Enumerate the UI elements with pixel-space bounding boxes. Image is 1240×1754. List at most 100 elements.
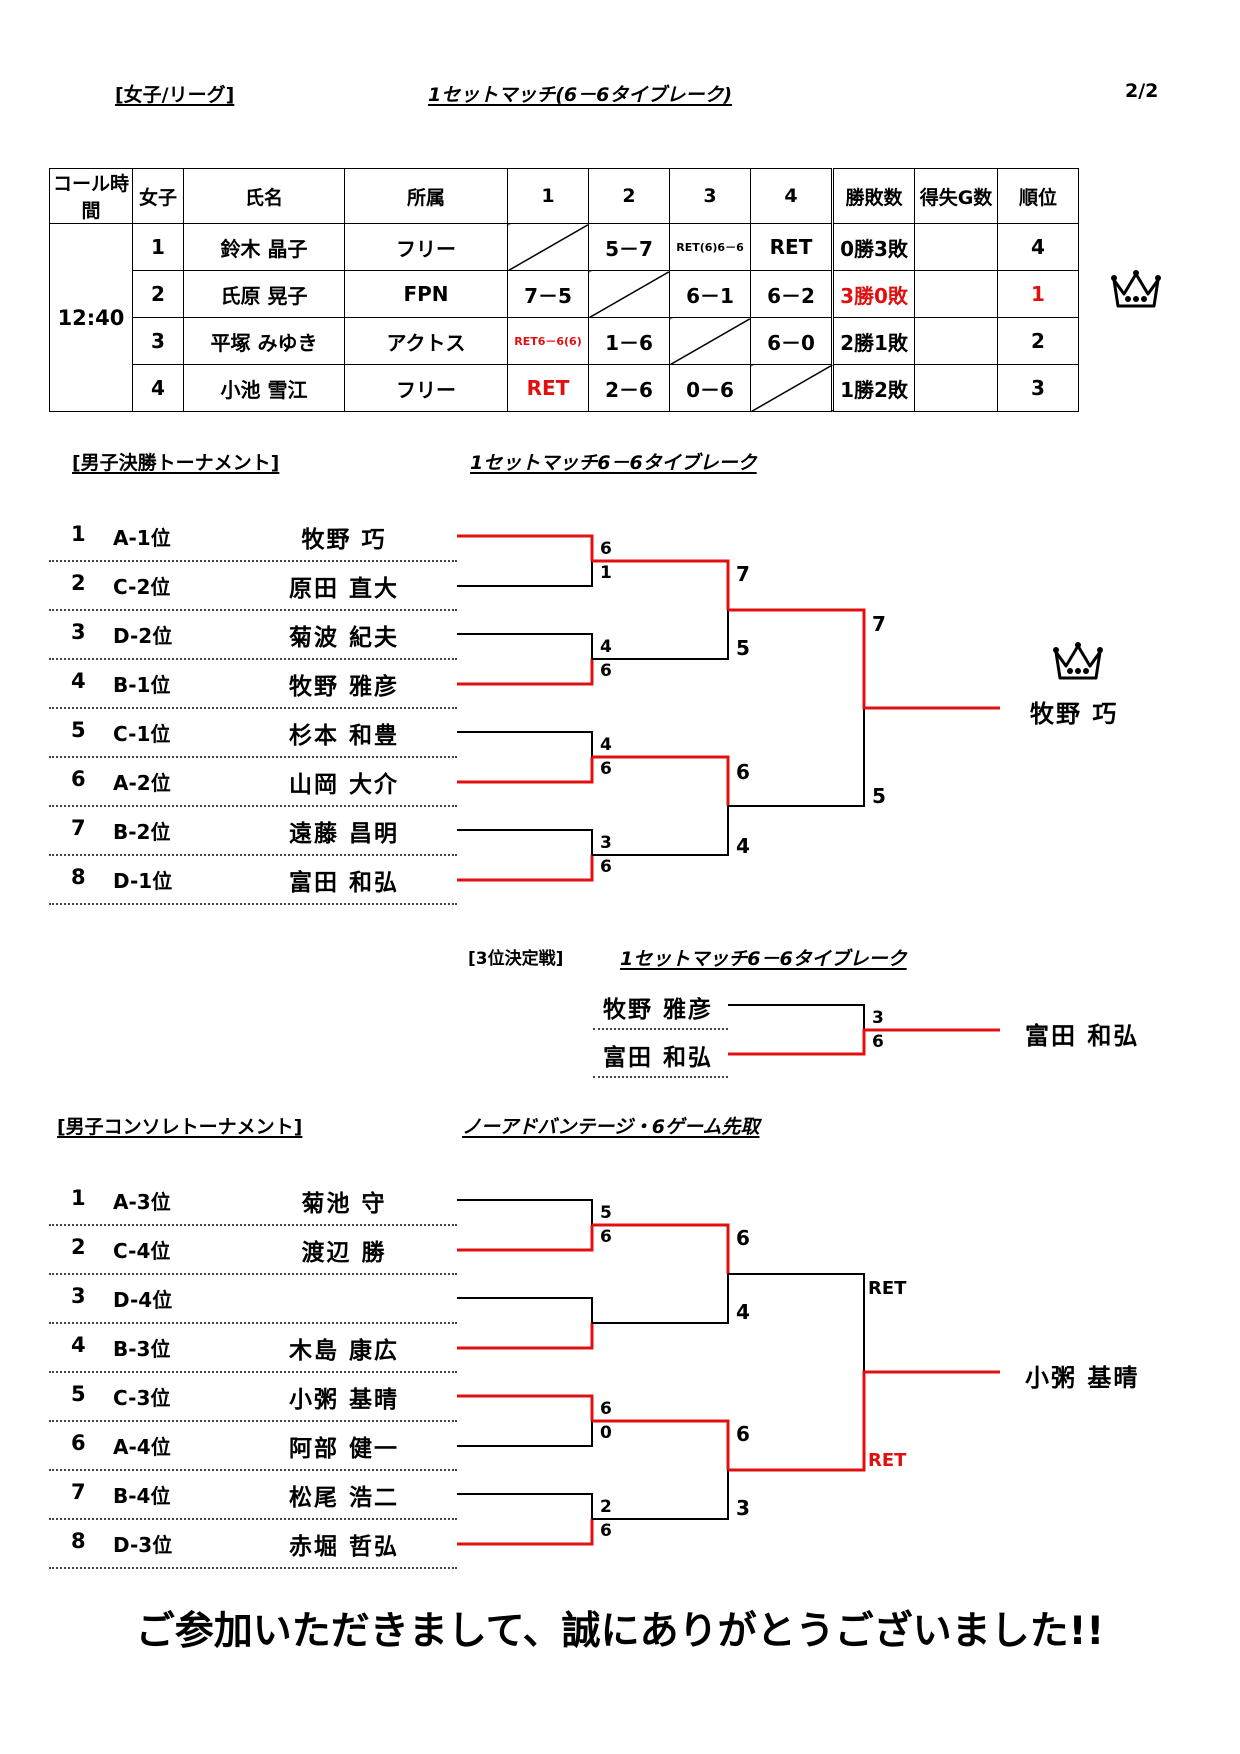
bracket-entry: 2 C-4位 渡辺 勝 <box>49 1225 457 1275</box>
entry-position: D-4位 <box>113 1288 173 1312</box>
score: RET <box>868 1278 907 1299</box>
entry-name: 富田 和弘 <box>288 870 399 896</box>
score: 3 <box>736 1496 750 1520</box>
entry-name: 松尾 浩二 <box>288 1485 399 1511</box>
league-title: [女子/リーグ] <box>115 84 235 106</box>
score: 6 <box>600 759 612 779</box>
col-name: 氏名 <box>183 168 345 224</box>
consolation-winner: 小粥 基晴 <box>1025 1364 1140 1392</box>
rank: 2 <box>997 317 1079 365</box>
call-time: 12:40 <box>49 223 133 412</box>
entry-position: B-4位 <box>113 1484 171 1508</box>
win-loss: 2勝1敗 <box>832 317 915 365</box>
player-name: 鈴木 晶子 <box>183 223 345 271</box>
entry-position: C-4位 <box>113 1239 171 1263</box>
league-row: 3 平塚 みゆき アクトス RET6－6(6) 1－6 6－0 2勝1敗 2 <box>50 317 1079 365</box>
score: 7 <box>872 612 886 636</box>
final-title: [男子決勝トーナメント] <box>72 452 280 474</box>
entry-seed: 7 <box>71 1480 86 1504</box>
entry-position: D-3位 <box>113 1533 173 1557</box>
third-winner: 富田 和弘 <box>1025 1022 1140 1050</box>
entry-position: B-3位 <box>113 1337 171 1361</box>
entry-seed: 5 <box>71 1382 86 1406</box>
bracket-entry: 4 B-1位 牧野 雅彦 <box>49 659 457 709</box>
league-row: 4 小池 雪江 フリー RET 2－6 0－6 1勝2敗 3 <box>50 364 1079 412</box>
win-loss: 1勝2敗 <box>832 364 915 412</box>
score: 6 <box>600 539 612 559</box>
third-player-row: 富田 和弘 <box>593 1030 728 1078</box>
third-format: 1セットマッチ6－6タイブレーク <box>620 948 907 970</box>
entry-name: 阿部 健一 <box>288 1436 399 1462</box>
crown-icon <box>1111 270 1161 308</box>
entry-position: A-1位 <box>113 526 171 550</box>
entry-name: 小粥 基晴 <box>288 1387 399 1413</box>
entry-name: 菊池 守 <box>301 1191 387 1217</box>
score: 4 <box>736 1300 750 1324</box>
score: 6 <box>600 1227 612 1247</box>
diagonal-cell <box>669 317 751 365</box>
score-cell: RET(6)6－6 <box>669 223 751 271</box>
entry-name: 菊波 紀夫 <box>288 625 399 651</box>
score: 6 <box>872 1032 884 1052</box>
score: 4 <box>600 637 612 657</box>
entry-name: 牧野 雅彦 <box>288 674 399 700</box>
entry-seed: 8 <box>71 865 86 889</box>
score: 6 <box>600 1399 612 1419</box>
final-winner: 牧野 巧 <box>1030 700 1119 728</box>
row-no: 1 <box>132 223 184 271</box>
score: 5 <box>872 784 886 808</box>
entry-name: 木島 康広 <box>288 1338 399 1364</box>
score: 4 <box>600 735 612 755</box>
entry-seed: 2 <box>71 1235 86 1259</box>
entry-name: 渡辺 勝 <box>301 1240 387 1266</box>
score: 6 <box>736 1422 750 1446</box>
league-table: コール時間 女子 氏名 所属 1 2 3 4 勝敗数 得失G数 順位 12:40… <box>49 168 1079 412</box>
entry-seed: 6 <box>71 1431 86 1455</box>
entry-seed: 8 <box>71 1529 86 1553</box>
entry-name: 杉本 和豊 <box>288 723 399 749</box>
third-title: [3位決定戦] <box>468 949 564 969</box>
game-diff <box>914 317 998 365</box>
entry-position: D-1位 <box>113 869 173 893</box>
player-club: FPN <box>344 270 508 318</box>
entry-seed: 5 <box>71 718 86 742</box>
entry-seed: 1 <box>71 1186 86 1210</box>
entry-name: 牧野 巧 <box>301 527 387 553</box>
entry-seed: 4 <box>71 1333 86 1357</box>
bracket-entry: 6 A-4位 阿部 健一 <box>49 1421 457 1471</box>
third-player: 富田 和弘 <box>603 1045 714 1071</box>
entry-seed: 1 <box>71 522 86 546</box>
entry-position: B-1位 <box>113 673 171 697</box>
game-diff <box>914 364 998 412</box>
entry-name: 山岡 大介 <box>288 772 399 798</box>
consolation-title: [男子コンソレトーナメント] <box>57 1116 303 1138</box>
win-loss: 3勝0敗 <box>832 270 915 318</box>
score: 2 <box>600 1497 612 1517</box>
bracket-entry: 8 D-1位 富田 和弘 <box>49 855 457 905</box>
entry-position: A-2位 <box>113 771 171 795</box>
score: 6 <box>600 1521 612 1541</box>
entry-position: A-4位 <box>113 1435 171 1459</box>
game-diff <box>914 223 998 271</box>
col-3: 3 <box>669 168 751 224</box>
col-rank: 順位 <box>997 168 1079 224</box>
score: 3 <box>600 833 612 853</box>
thanks-message: ご参加いただきまして、誠にありがとうございました!! <box>135 1609 1105 1654</box>
score-cell: RET6－6(6) <box>507 317 589 365</box>
bracket-entry: 1 A-1位 牧野 巧 <box>49 512 457 562</box>
diagonal-cell <box>750 364 834 412</box>
entry-position: C-2位 <box>113 575 171 599</box>
score: 6 <box>600 661 612 681</box>
col-gd: 得失G数 <box>914 168 998 224</box>
score: 5 <box>600 1203 612 1223</box>
score: 1 <box>600 563 612 583</box>
score: 7 <box>736 562 750 586</box>
rank: 3 <box>997 364 1079 412</box>
entry-seed: 4 <box>71 669 86 693</box>
score-cell: 0－6 <box>669 364 751 412</box>
